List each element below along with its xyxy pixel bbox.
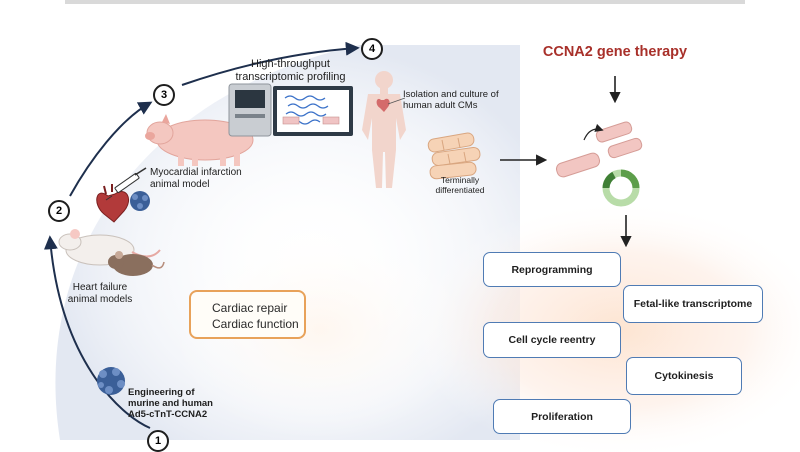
label-line: human adult CMs — [403, 99, 478, 111]
label-line: Heart failure — [72, 282, 128, 293]
repair-line: Cardiac function — [212, 317, 299, 332]
outcome-cell-cycle-reentry: Cell cycle reentry — [483, 322, 621, 358]
arc-1-to-2 — [43, 235, 151, 429]
label-line: animal models — [67, 293, 133, 305]
therapy-title: CCNA2 gene therapy — [542, 44, 688, 60]
step-1-badge: 1 — [147, 430, 169, 452]
profiling-label: High-throughput transcriptomic profiling — [218, 58, 363, 83]
label-line: Myocardial infarction — [150, 167, 242, 178]
label-line: Ad5-cTnT-CCNA2 — [128, 408, 208, 420]
step-number: 4 — [368, 43, 376, 55]
syringe-icon — [105, 167, 147, 201]
cropped-header-line — [65, 0, 745, 4]
repair-line: Cardiac repair — [212, 301, 288, 315]
heart-icon — [96, 184, 129, 223]
label-line: High-throughput — [251, 58, 330, 70]
outcome-fetal-transcriptome: Fetal-like transcriptome — [623, 285, 763, 323]
label-line: transcriptomic profiling — [235, 70, 346, 83]
mi-model-label: Myocardial infarction animal model — [150, 167, 266, 190]
cardiac-repair-box: Cardiac repair Cardiac function — [189, 290, 306, 339]
label-line: Terminally — [440, 175, 480, 185]
cell-cycle-icon — [602, 169, 640, 207]
virus-icon — [130, 191, 150, 211]
step-number: 2 — [55, 205, 63, 217]
terminal-label: Terminally differentiated — [420, 175, 500, 196]
hf-model-label: Heart failure animal models — [60, 282, 140, 305]
step-number: 3 — [160, 89, 168, 101]
arc-3-to-4 — [181, 41, 360, 86]
outcome-cytokinesis: Cytokinesis — [626, 357, 742, 395]
label-line: Engineering of — [128, 387, 195, 398]
virus-icon — [97, 367, 125, 395]
step-3-badge: 3 — [153, 84, 175, 106]
cardiomyocyte-icon — [555, 121, 643, 178]
step-4-badge: 4 — [361, 38, 383, 60]
step-2-badge: 2 — [48, 200, 70, 222]
mouse-icon — [108, 251, 165, 276]
engineering-label: Engineering of murine and human Ad5-cTnT… — [128, 387, 228, 421]
monitor-icon — [273, 86, 353, 136]
isolation-label: Isolation and culture of human adult CMs — [403, 89, 515, 112]
label-line: animal model — [150, 178, 210, 190]
cardiomyocyte-icon — [427, 132, 481, 180]
label-line: murine and human — [128, 397, 213, 409]
step-number: 1 — [154, 435, 162, 447]
arc-2-to-3 — [69, 101, 153, 197]
diagram-canvas — [43, 0, 800, 452]
human-body-icon — [362, 71, 406, 188]
sequencer-icon — [228, 83, 272, 137]
outcome-proliferation: Proliferation — [493, 399, 631, 434]
outcome-reprogramming: Reprogramming — [483, 252, 621, 287]
center-glow — [170, 220, 470, 440]
label-line: Isolation and culture of — [403, 89, 499, 100]
graphical-abstract: 1 2 3 4 CCNA2 gene therapy High-throughp… — [43, 0, 800, 452]
label-line: differentiated — [435, 184, 485, 195]
repair-text: Cardiac repair Cardiac function — [212, 300, 299, 332]
